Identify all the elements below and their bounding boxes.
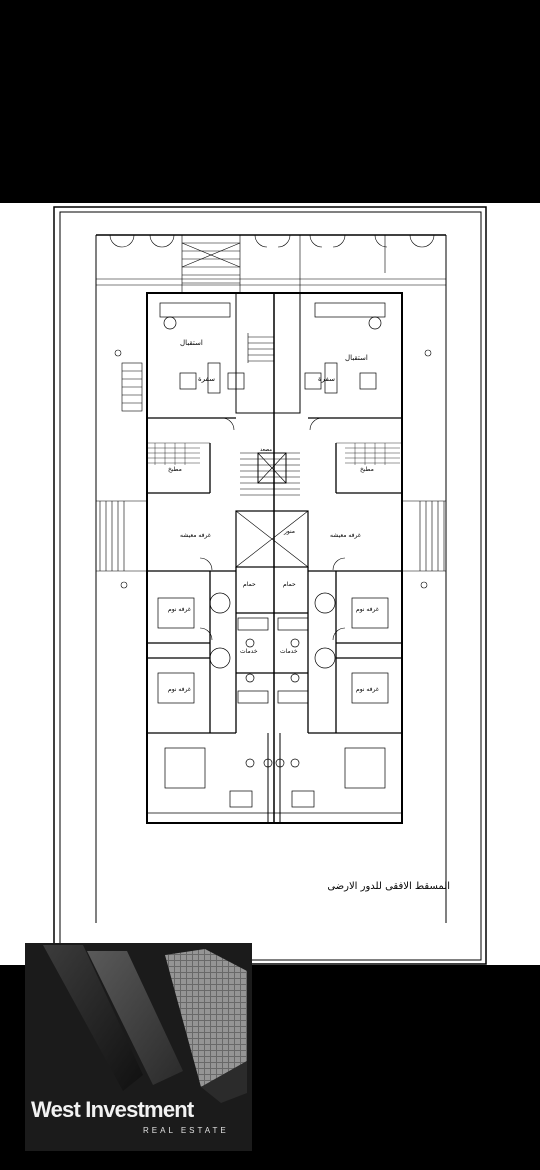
room-label-living-right: غرفه معيشه (330, 532, 361, 539)
room-label-bedroom-1: غرفه نوم (168, 606, 191, 613)
inner-frame (59, 211, 482, 961)
room-label-kitchen-right: مطبخ (360, 466, 374, 473)
brand-logo-block: West Investment REAL ESTATE (25, 943, 252, 1151)
room-label-reception-right: استقبال (345, 354, 368, 362)
room-label-kitchen-left: مطبخ (168, 466, 182, 473)
bedroom-furniture (157, 592, 389, 789)
side-stairs (96, 362, 446, 572)
room-label-reception-left: استقبال (180, 339, 203, 347)
kitchen-tiles (147, 442, 402, 465)
room-label-living-left: غرفه معيشه (180, 532, 211, 539)
floor-plan-drawing: استقبال استقبال سفرة سفرة مطبخ مطبخ غرفه… (53, 206, 487, 965)
room-label-dining-right: سفرة (318, 375, 335, 383)
room-label-bath-left: حمام (243, 581, 256, 588)
room-label-bath-right: حمام (283, 581, 296, 588)
entrance-stairs (181, 234, 241, 294)
central-stairs (240, 333, 300, 496)
plan-caption: المسقط الافقى للدور الارضى (327, 881, 450, 892)
reception-furniture (159, 302, 386, 394)
room-label-dining-left: سفرة (198, 375, 215, 383)
door-swings (199, 417, 346, 641)
room-label-bedroom-4: غرفه نوم (356, 686, 379, 693)
brand-name: West Investment (31, 1097, 194, 1122)
room-label-bedroom-2: غرفه نوم (356, 606, 379, 613)
room-label-bedroom-3: غرفه نوم (168, 686, 191, 693)
brand-w-mark-icon (43, 945, 247, 1103)
room-label-shaft: منور (283, 528, 295, 535)
terrace-furniture (229, 758, 315, 808)
room-label-elevator: مصعد (260, 447, 272, 453)
floor-plan-sheet: استقبال استقبال سفرة سفرة مطبخ مطبخ غرفه… (0, 203, 540, 965)
outer-frame (53, 206, 487, 965)
brand-tagline: REAL ESTATE (143, 1126, 229, 1135)
room-label-services-left: خدمات (240, 648, 258, 655)
bathroom-fixtures (237, 617, 309, 704)
room-label-services-right: خدمات (280, 648, 298, 655)
top-doors (109, 234, 435, 293)
